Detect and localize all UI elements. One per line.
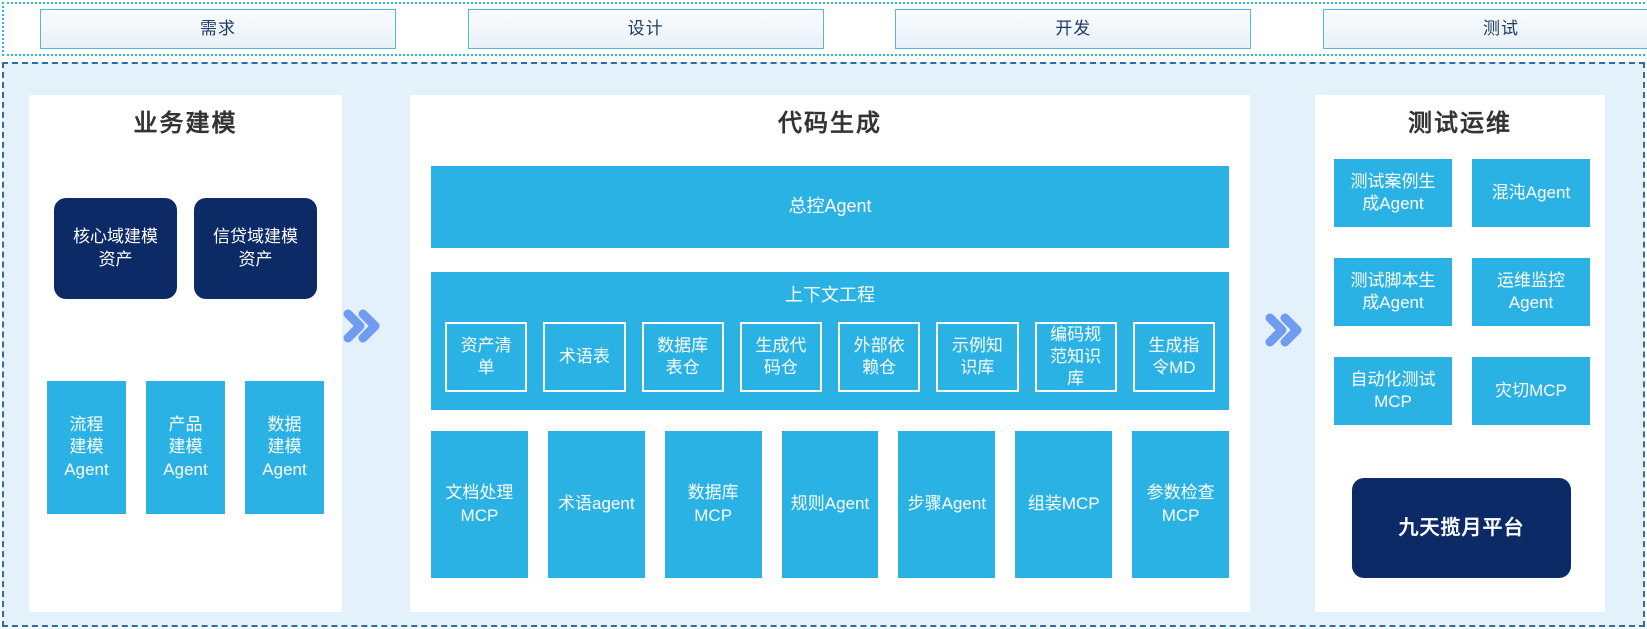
- box-label: 总控Agent: [788, 196, 872, 217]
- panel-business-modeling: 业务建模 核心域建模 资产 信贷域建模 资产 流程 建模 Agent 产品 建模…: [29, 95, 342, 612]
- box-label: 规则Agent: [790, 494, 870, 514]
- phase-box-design: 设计: [467, 9, 824, 49]
- phase-box-development: 开发: [895, 9, 1252, 49]
- box-label: 数据 建模 Agent: [262, 415, 307, 479]
- box-parameter-check-mcp: 参数检查 MCP: [1132, 431, 1230, 578]
- box-label: 参数检查 MCP: [1146, 483, 1215, 525]
- panel-test-ops: 测试运维 测试案例生 成Agent 混沌Agent 测试脚本生 成Agent 运…: [1315, 95, 1605, 612]
- box-label: 数据库 表仓: [657, 335, 709, 377]
- double-chevron-right-icon: [1265, 313, 1302, 347]
- box-database-table-repo: 数据库 表仓: [641, 322, 724, 392]
- box-asset-list: 资产清 单: [445, 322, 528, 392]
- panel-title: 测试运维: [1408, 110, 1512, 137]
- box-label: 术语agent: [558, 494, 635, 514]
- box-label: 运维监控 Agent: [1497, 270, 1565, 312]
- modeling-agents-row: 流程 建模 Agent 产品 建模 Agent 数据 建模 Agent: [29, 381, 342, 514]
- box-glossary: 术语表: [543, 322, 626, 392]
- box-external-dependency-repo: 外部依 赖仓: [838, 322, 921, 392]
- box-label: 示例知 识库: [951, 335, 1003, 377]
- panel-title: 业务建模: [133, 110, 238, 137]
- box-label: 数据库 MCP: [687, 483, 739, 525]
- box-core-domain-asset: 核心域建模 资产: [54, 198, 177, 299]
- box-label: 编码规 范知识 库: [1050, 324, 1102, 389]
- modeling-assets-row: 核心域建模 资产 信贷域建模 资产: [29, 198, 342, 299]
- box-generated-code-repo: 生成代 码仓: [739, 322, 822, 392]
- box-disaster-switch-mcp: 灾切MCP: [1472, 357, 1590, 425]
- box-document-processing-mcp: 文档处理 MCP: [431, 431, 528, 578]
- box-example-knowledge-base: 示例知 识库: [936, 322, 1019, 392]
- box-chaos-agent: 混沌Agent: [1472, 159, 1590, 227]
- box-label: 测试案例生 成Agent: [1350, 171, 1436, 213]
- phase-box-testing: 测试: [1322, 9, 1647, 49]
- test-ops-grid: 测试案例生 成Agent 混沌Agent 测试脚本生 成Agent 运维监控 A…: [1334, 159, 1590, 425]
- box-rule-agent: 规则Agent: [781, 431, 879, 578]
- box-product-modeling-agent: 产品 建模 Agent: [146, 381, 225, 514]
- box-label: 流程 建模 Agent: [64, 415, 109, 479]
- phase-label: 设计: [627, 18, 664, 38]
- box-generation-instruction-md: 生成指 令MD: [1132, 322, 1215, 392]
- box-step-agent: 步骤Agent: [898, 431, 996, 578]
- box-credit-domain-asset: 信贷域建模 资产: [194, 198, 317, 299]
- box-database-mcp: 数据库 MCP: [664, 431, 762, 578]
- phase-label: 测试: [1482, 18, 1519, 38]
- box-ops-monitoring-agent: 运维监控 Agent: [1472, 258, 1590, 326]
- box-label: 外部依 赖仓: [853, 335, 905, 377]
- box-process-modeling-agent: 流程 建模 Agent: [47, 381, 126, 514]
- box-label: 自动化测试 MCP: [1350, 369, 1436, 411]
- context-engineering-row: 资产清 单 术语表 数据库 表仓 生成代 码仓 外部依 赖仓 示例知 识库: [445, 322, 1215, 392]
- box-test-case-generation-agent: 测试案例生 成Agent: [1334, 159, 1452, 227]
- phase-strip: 需求 设计 开发 测试: [2, 2, 1647, 56]
- panel-code-generation: 代码生成 总控Agent 上下文工程 资产清 单 术语表 数据库 表仓 生成代 …: [410, 95, 1250, 612]
- phase-label: 开发: [1055, 18, 1092, 38]
- box-terminology-agent: 术语agent: [547, 431, 645, 578]
- box-label: 步骤Agent: [907, 494, 987, 514]
- box-label: 灾切MCP: [1495, 380, 1567, 400]
- box-master-agent: 总控Agent: [431, 166, 1229, 248]
- box-label: 九天揽月平台: [1398, 517, 1525, 539]
- double-chevron-right-icon: [343, 309, 380, 343]
- box-label: 核心域建模 资产: [73, 227, 158, 269]
- box-jiutian-lanyue-platform: 九天揽月平台: [1352, 478, 1571, 578]
- box-label: 产品 建模 Agent: [163, 415, 208, 479]
- code-generation-tools-row: 文档处理 MCP 术语agent 数据库 MCP 规则Agent 步骤Agent…: [431, 431, 1230, 578]
- box-label: 资产清 单: [460, 335, 512, 377]
- box-label: 生成指 令MD: [1148, 335, 1200, 377]
- box-coding-standard-knowledge-base: 编码规 范知识 库: [1034, 322, 1117, 392]
- phase-box-requirements: 需求: [40, 9, 396, 49]
- context-engineering-title: 上下文工程: [785, 285, 875, 305]
- box-data-modeling-agent: 数据 建模 Agent: [245, 381, 324, 514]
- panel-title: 代码生成: [778, 110, 882, 137]
- box-label: 信贷域建模 资产: [213, 227, 298, 269]
- box-label: 测试脚本生 成Agent: [1350, 270, 1436, 312]
- context-engineering-panel: 上下文工程 资产清 单 术语表 数据库 表仓 生成代 码仓 外部依 赖仓: [431, 272, 1229, 410]
- box-label: 组装MCP: [1027, 494, 1100, 514]
- box-label: 生成代 码仓: [755, 335, 807, 377]
- box-automated-testing-mcp: 自动化测试 MCP: [1334, 357, 1452, 425]
- phase-label: 需求: [200, 18, 236, 38]
- box-label: 文档处理 MCP: [445, 483, 514, 525]
- box-assembly-mcp: 组装MCP: [1015, 431, 1113, 578]
- box-test-script-generation-agent: 测试脚本生 成Agent: [1334, 258, 1452, 326]
- box-label: 术语表: [558, 346, 610, 366]
- box-label: 混沌Agent: [1491, 182, 1571, 202]
